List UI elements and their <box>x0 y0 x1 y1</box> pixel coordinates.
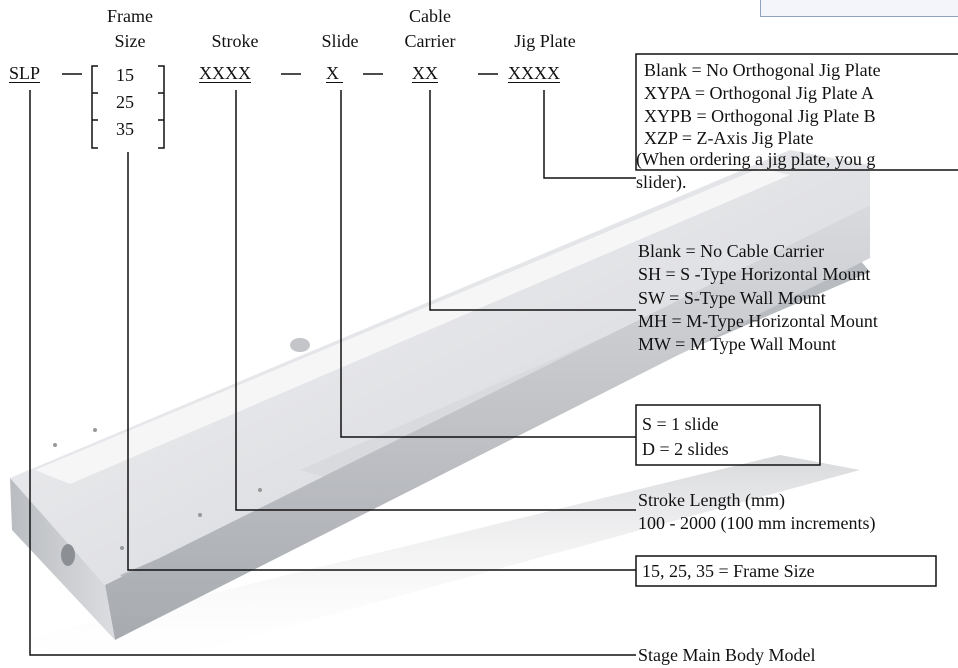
stage-screw <box>120 546 124 550</box>
slide-code: X <box>326 63 343 83</box>
leader-main-body <box>29 90 636 656</box>
legend-slide-line: D = 2 slides <box>642 439 729 459</box>
frame-size-bracket-left <box>91 65 98 149</box>
legend-cable-line: SH = S -Type Horizontal Mount <box>638 264 871 284</box>
stage-rail-left <box>35 168 790 484</box>
frame-size-bracket-right <box>158 65 165 149</box>
header-frame-size-line1: Frame <box>107 6 153 26</box>
box-jig-plate <box>635 53 958 171</box>
stage-side-face <box>105 205 870 640</box>
stage-top-face <box>10 150 870 585</box>
header-cable-carrier-line2: Carrier <box>404 31 456 51</box>
stage-knob <box>290 338 310 352</box>
stage-screw <box>198 513 202 517</box>
legend-jig-plate-line: XZP = Z-Axis Jig Plate <box>644 128 814 148</box>
legend-cable-line: SW = S-Type Wall Mount <box>638 288 826 308</box>
legend-cable-line: MW = M Type Wall Mount <box>638 334 836 354</box>
stage-end-hole <box>61 544 75 566</box>
legend-stroke-line: Stroke Length (mm) <box>638 490 785 510</box>
stage-shadow <box>20 455 860 668</box>
legend-jig-plate-line: XYPA = Orthogonal Jig Plate A <box>644 83 875 103</box>
legend-cable-line: Blank = No Cable Carrier <box>638 241 825 261</box>
stage-screw <box>93 428 97 432</box>
header-cable-carrier-line1: Cable <box>409 6 451 26</box>
corner-tab <box>760 0 958 17</box>
box-slide <box>635 404 821 466</box>
frame-size-option: 35 <box>116 119 134 139</box>
stage-screw <box>53 443 57 447</box>
cable-code: XX <box>412 63 438 83</box>
header-stroke: Stroke <box>211 31 259 51</box>
frame-size-option: 25 <box>116 92 134 112</box>
model-prefix: SLP <box>9 63 41 83</box>
leader-frame-size <box>127 152 636 571</box>
legend-jig-plate-line: XYPB = Orthogonal Jig Plate B <box>644 106 876 126</box>
legend-stroke-line: 100 - 2000 (100 mm increments) <box>638 513 876 533</box>
legend-jig-plate-line: slider). <box>636 172 687 192</box>
legend-slide-line: S = 1 slide <box>642 414 719 434</box>
leader-cable-carrier <box>429 90 636 311</box>
stroke-code: XXXX <box>199 63 251 83</box>
frame-size-option: 15 <box>116 65 134 85</box>
leader-slide <box>340 90 636 438</box>
header-frame-size-line2: Size <box>114 31 146 51</box>
leader-jig-plate <box>543 90 636 179</box>
stage-screw <box>258 488 262 492</box>
leader-stroke <box>235 90 636 511</box>
legend-main-body: Stage Main Body Model <box>638 645 816 665</box>
header-jig-plate: Jig Plate <box>514 31 576 51</box>
jig-code: XXXX <box>508 63 560 83</box>
legend-frame-size: 15, 25, 35 = Frame Size <box>642 561 815 581</box>
legend-cable-line: MH = M-Type Horizontal Mount <box>638 311 878 331</box>
box-frame-size <box>635 555 937 587</box>
legend-jig-plate-line: Blank = No Orthogonal Jig Plate <box>644 60 881 80</box>
legend-jig-plate-line: (When ordering a jig plate, you g <box>636 149 876 169</box>
header-slide: Slide <box>321 31 359 51</box>
